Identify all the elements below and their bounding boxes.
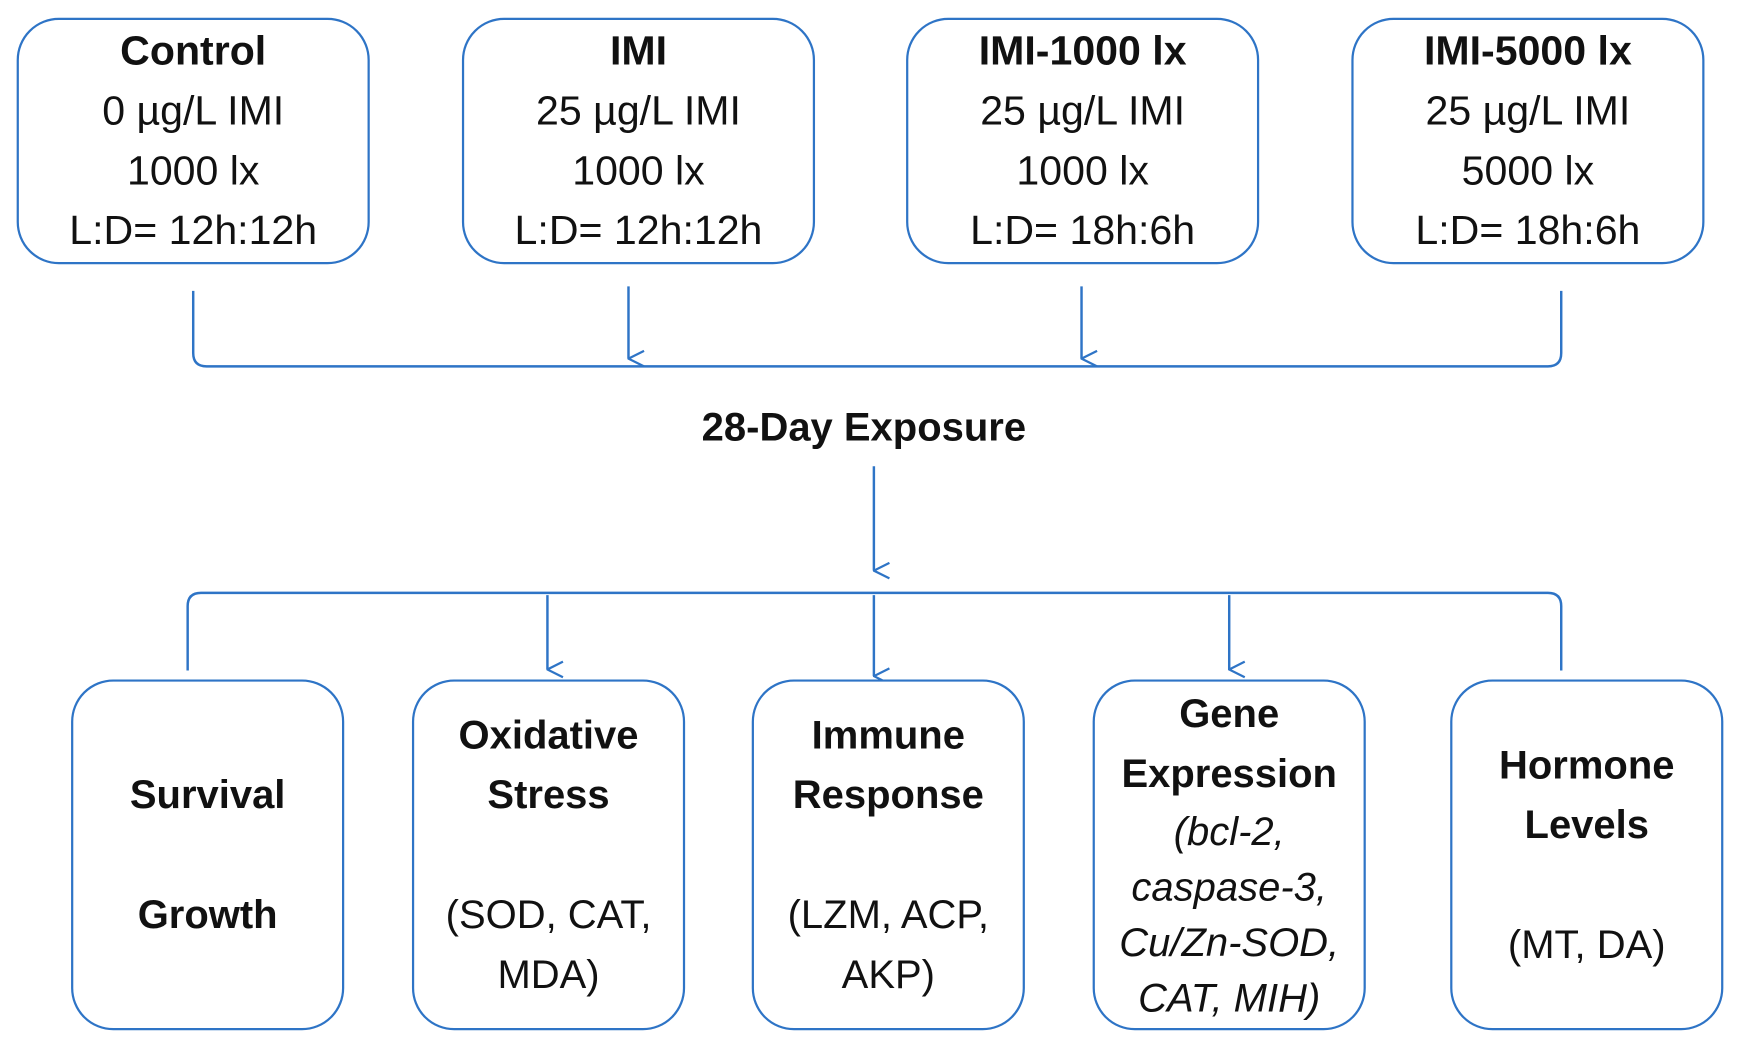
group-title: IMI [609, 27, 668, 74]
oxidative-stress-box: Oxidative Stress (SOD, CAT, MDA) [411, 679, 686, 1031]
endpoint-title: Hormone [1499, 741, 1675, 788]
group-dose: 25 µg/L IMI [980, 87, 1186, 134]
gene-name: Cu/Zn-SOD, [1119, 919, 1340, 965]
endpoint-title: Growth [137, 891, 278, 938]
group-title: IMI-5000 lx [1424, 27, 1632, 74]
group-dose: 0 µg/L IMI [102, 87, 285, 134]
group-photoperiod: L:D= 18h:6h [1415, 207, 1641, 254]
group-dose: 25 µg/L IMI [1425, 87, 1631, 134]
imi-1000-group-box: IMI-1000 lx 25 µg/L IMI 1000 lx L:D= 18h… [906, 17, 1260, 265]
endpoint-title: Response [792, 771, 984, 818]
group-photoperiod: L:D= 12h:12h [69, 207, 318, 254]
immune-response-box: Immune Response (LZM, ACP, AKP) [751, 679, 1025, 1031]
gene-name: CAT, MIH) [1138, 974, 1321, 1021]
endpoint-title: Levels [1524, 801, 1649, 848]
endpoint-title: Immune [811, 711, 965, 758]
imi-group-box: IMI 25 µg/L IMI 1000 lx L:D= 12h:12h [461, 17, 816, 265]
endpoint-detail: MDA) [497, 951, 600, 997]
group-title: IMI-1000 lx [978, 27, 1187, 74]
endpoint-title: Stress [487, 771, 610, 818]
imi-5000-group-box: IMI-5000 lx 25 µg/L IMI 5000 lx L:D= 18h… [1351, 17, 1705, 265]
exposure-label: 28-Day Exposure [701, 404, 1027, 450]
group-dose: 25 µg/L IMI [536, 87, 741, 134]
gene-expression-box: Gene Expression (bcl-2, caspase-3, Cu/Zn… [1092, 679, 1366, 1031]
group-light: 5000 lx [1461, 147, 1595, 194]
group-light: 1000 lx [572, 147, 705, 194]
survival-growth-box: Survival Growth [71, 679, 345, 1031]
group-light: 1000 lx [126, 147, 260, 194]
endpoint-detail: (MT, DA) [1507, 921, 1666, 967]
control-group-box: Control 0 µg/L IMI 1000 lx L:D= 12h:12h [16, 17, 370, 265]
endpoint-title: Gene [1179, 690, 1280, 737]
endpoint-title: Expression [1121, 750, 1337, 797]
top-bracket-line [191, 290, 1563, 368]
group-title: Control [120, 27, 267, 74]
endpoint-title: Oxidative [458, 711, 639, 758]
group-photoperiod: L:D= 18h:6h [970, 207, 1196, 254]
group-light: 1000 lx [1016, 147, 1149, 194]
endpoint-detail: (LZM, ACP, [787, 891, 990, 938]
endpoint-title: Survival [129, 771, 286, 818]
endpoint-detail: (SOD, CAT, [445, 891, 652, 938]
bottom-bracket-line [186, 591, 1563, 671]
endpoint-detail: AKP) [841, 951, 935, 997]
group-photoperiod: L:D= 12h:12h [514, 207, 763, 254]
gene-name: caspase-3, [1131, 863, 1327, 910]
hormone-levels-box: Hormone Levels (MT, DA) [1450, 679, 1724, 1031]
gene-name: (bcl-2, [1173, 808, 1285, 854]
